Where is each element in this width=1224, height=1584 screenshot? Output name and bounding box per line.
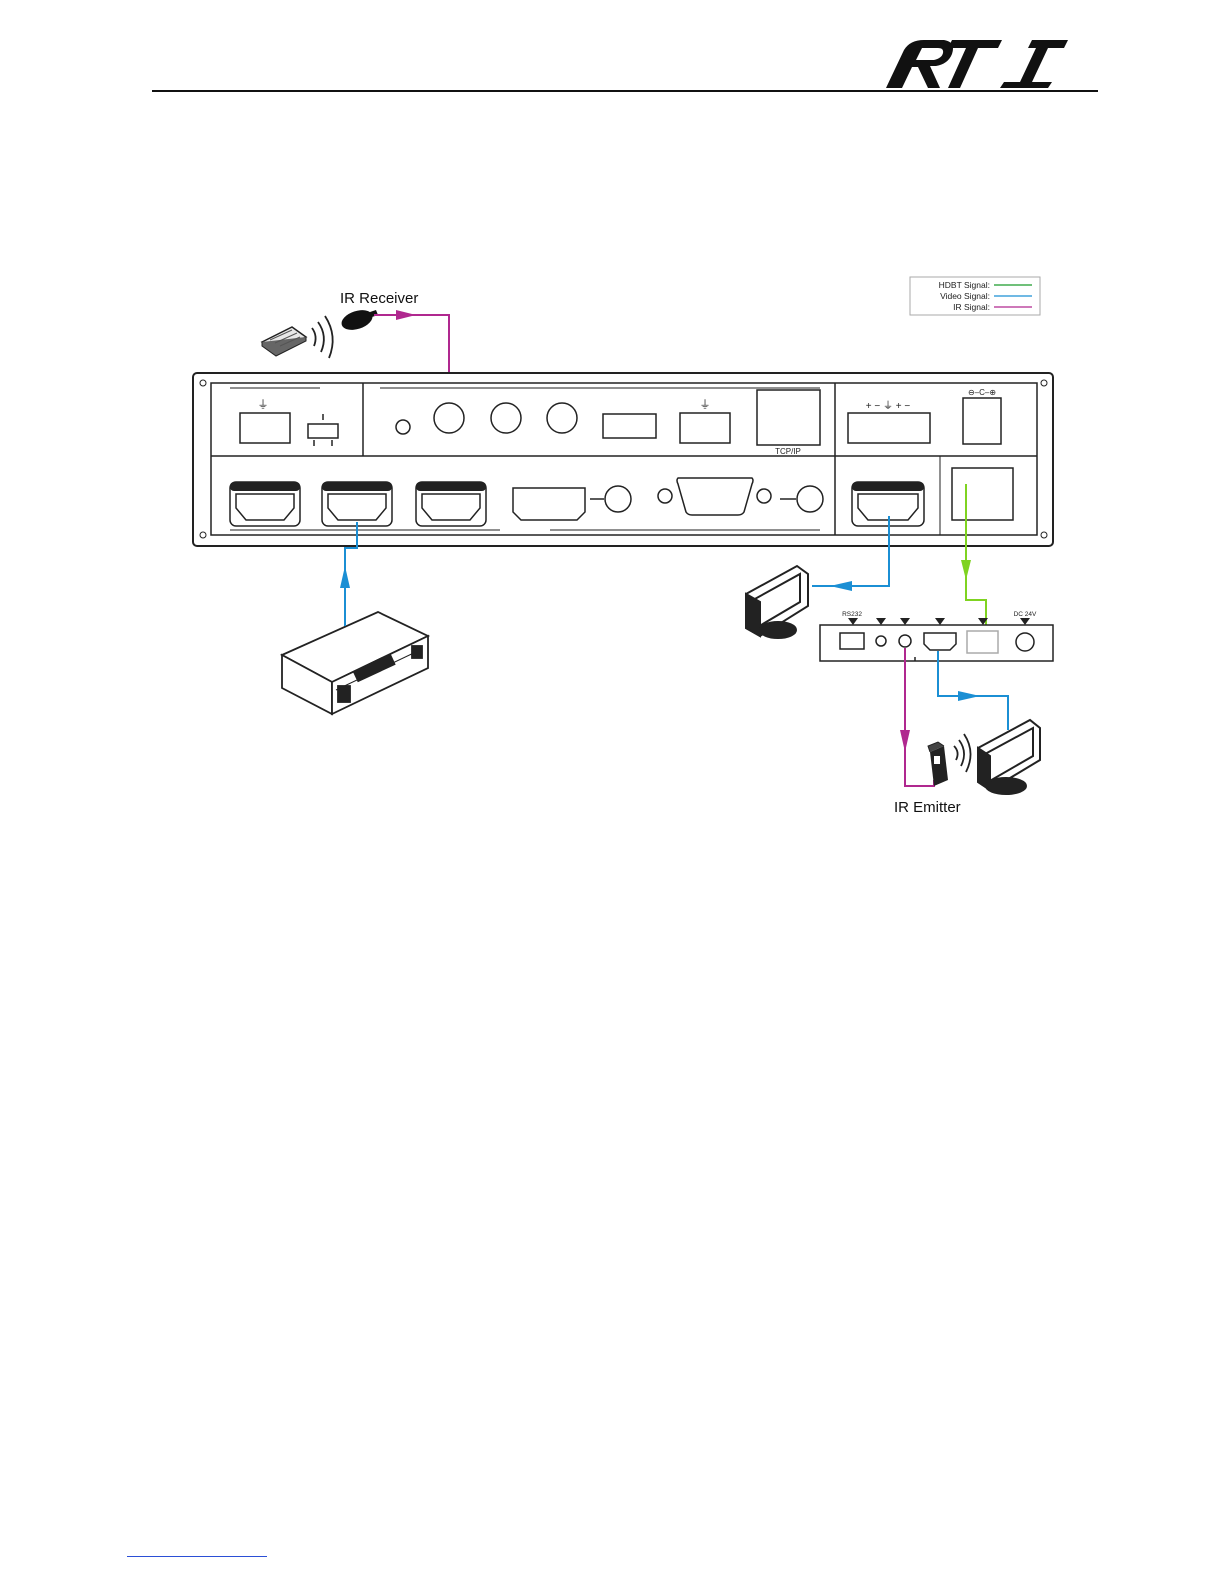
rs232-label: RS232 <box>842 611 862 618</box>
legend-hdbt-label: HDBT Signal: <box>939 280 990 290</box>
hdbt-output-port <box>952 468 1013 520</box>
source-video-arrow <box>340 566 350 588</box>
legend-video-label: Video Signal: <box>940 291 990 301</box>
legend: HDBT Signal: Video Signal: IR Signal: <box>910 277 1040 315</box>
footer-link-underline <box>127 1556 267 1557</box>
hdmi-out-video-arrow <box>830 581 852 591</box>
remote-display-icon <box>978 720 1040 794</box>
remote-control <box>262 327 306 356</box>
remote-waves-icon <box>312 316 333 358</box>
ir-emitter-waves-icon <box>954 734 971 772</box>
svg-text:+ − ⏚ + −: + − ⏚ + − <box>866 400 911 412</box>
receiver-video-arrow <box>958 691 980 701</box>
ir-receiver-label: IR Receiver <box>340 290 418 307</box>
local-display-icon <box>746 566 808 638</box>
hdmi-input-ports <box>230 482 486 526</box>
source-player-device <box>282 612 428 714</box>
ir-emitter-label: IR Emitter <box>894 799 961 816</box>
ir-emitter-icon <box>928 742 948 786</box>
ir-receiver-arrow <box>396 310 416 320</box>
ir-emitter-arrow <box>900 730 910 752</box>
ir-receiver-icon <box>339 306 378 333</box>
hdbt-receiver-unit <box>820 625 1053 661</box>
dc24v-label: DC 24V <box>1014 611 1037 618</box>
ir-emitter-cable <box>905 648 934 786</box>
legend-ir-label: IR Signal: <box>953 302 990 312</box>
svg-text:⊖–C–⊕: ⊖–C–⊕ <box>968 388 996 397</box>
hdbt-arrow <box>961 560 971 580</box>
tcpip-label: TCP/IP <box>775 447 801 456</box>
receiver-port-markers <box>848 618 1030 625</box>
receiver-video-cable <box>938 651 1008 730</box>
svg-text:⏚: ⏚ <box>258 398 269 411</box>
svg-text:⏚: ⏚ <box>700 398 711 411</box>
